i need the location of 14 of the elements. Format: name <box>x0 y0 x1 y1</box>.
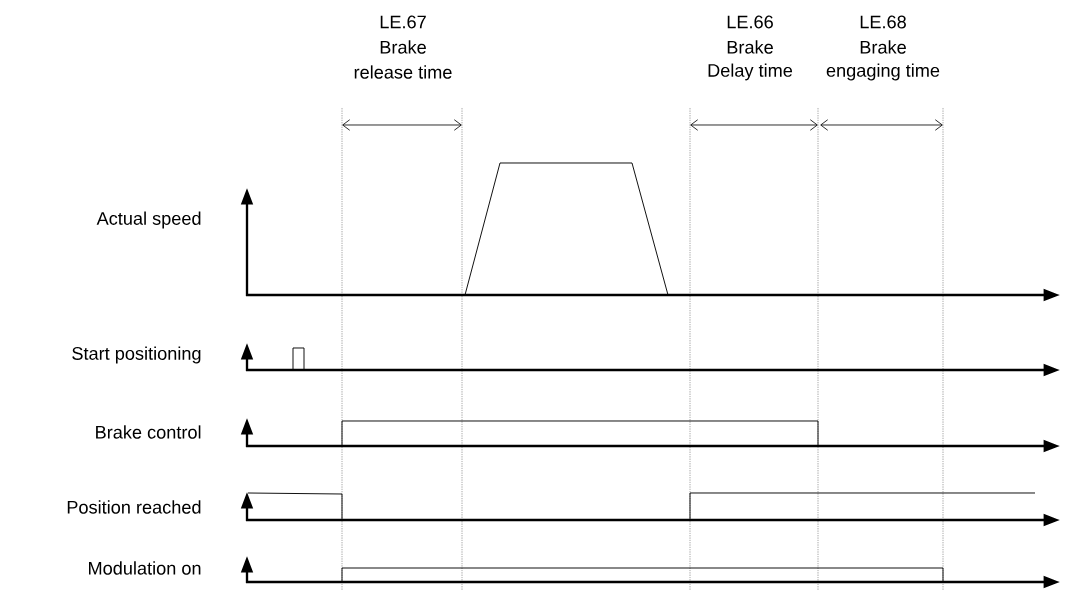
parameter-label: Brake <box>860 40 906 54</box>
signal-label: Start positioning <box>72 346 201 364</box>
parameter-label: Brake <box>380 40 426 54</box>
signal-label: Brake control <box>96 425 201 439</box>
signal-label: Position reached <box>67 500 201 514</box>
parameter-label: LE.66 <box>727 15 773 29</box>
parameter-label: engaging time <box>826 63 940 81</box>
parameter-label: Delay time <box>708 63 793 81</box>
parameter-label: LE.68 <box>860 15 906 29</box>
parameter-label: release time <box>354 65 452 79</box>
signal-label: Modulation on <box>89 561 201 575</box>
parameter-label: Brake <box>727 40 773 54</box>
parameter-label: LE.67 <box>380 15 426 29</box>
signal-label: Actual speed <box>96 211 201 229</box>
